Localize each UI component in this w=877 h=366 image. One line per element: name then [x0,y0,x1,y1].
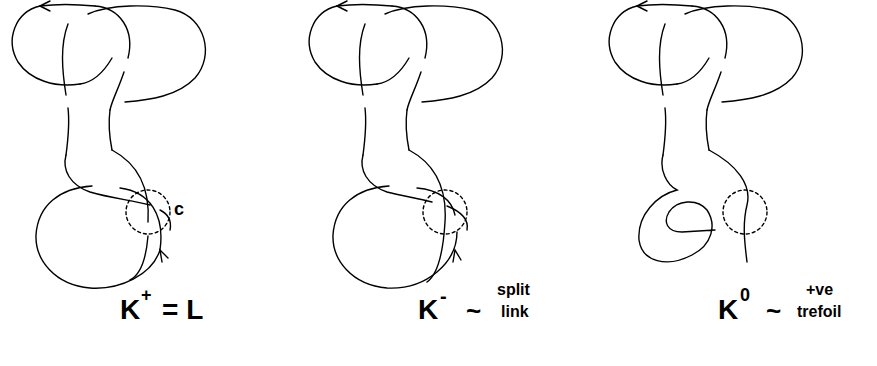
knot-symbol: K [718,296,738,324]
superscript-sign: - [440,286,447,306]
superscript-sign: 0 [740,286,750,304]
knot-symbol: K [418,296,438,324]
equivalence-sign: ~ [466,298,481,324]
annotation-text: +ve [806,282,833,298]
equation-text: = L [162,296,203,324]
knot-symbol: K [120,296,140,324]
annotation-text: trefoil [797,304,841,320]
equivalence-sign: ~ [766,298,781,324]
annotation-text: link [501,304,529,320]
superscript-sign: + [141,286,152,304]
annotation-text: split [497,282,530,298]
crossing-label: c [172,200,186,218]
